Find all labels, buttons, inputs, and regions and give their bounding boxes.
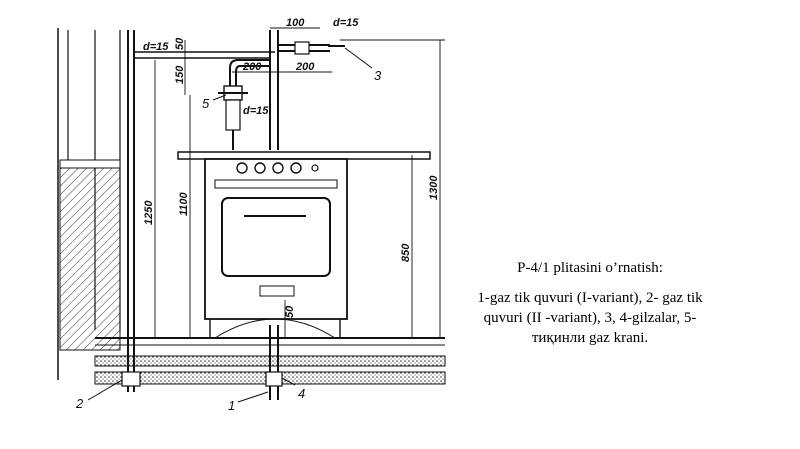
- callout-4: 4: [298, 386, 305, 401]
- gas-stove: [177, 151, 431, 339]
- dim-1250: 1250: [143, 200, 155, 225]
- gas-valve: [218, 85, 248, 150]
- caption-description: 1-gaz tik quvuri (I-variant), 2- gaz tik…: [477, 290, 703, 346]
- dim-1100: 1100: [178, 191, 190, 216]
- gas-riser-variant-2: [121, 30, 141, 392]
- dim-d15-mid: d=15: [243, 105, 269, 117]
- wall: [57, 28, 121, 380]
- dim-50-bottom: 50: [284, 305, 296, 318]
- dim-200-right: 200: [295, 61, 315, 73]
- callout-1: 1: [228, 398, 235, 413]
- dim-100: 100: [286, 17, 305, 29]
- dim-50-top: 50: [174, 37, 186, 50]
- branch-pipes: [134, 41, 345, 90]
- dim-150: 150: [174, 65, 186, 84]
- callout-5: 5: [202, 96, 210, 111]
- dim-d15-left: d=15: [143, 41, 169, 53]
- caption: P-4/1 plitasini o’rnatish: 1-gaz tik quv…: [460, 258, 720, 348]
- callout-3: 3: [374, 68, 382, 83]
- callout-leaders: [87, 47, 373, 403]
- dim-1300: 1300: [428, 175, 440, 200]
- dimension-lines: [154, 27, 445, 338]
- dim-200-left: 200: [242, 61, 262, 73]
- callout-2: 2: [75, 396, 84, 411]
- dim-d15-top: d=15: [333, 17, 359, 29]
- caption-title: P-4/1 plitasini o’rnatish:: [517, 260, 663, 276]
- dim-850: 850: [400, 243, 412, 262]
